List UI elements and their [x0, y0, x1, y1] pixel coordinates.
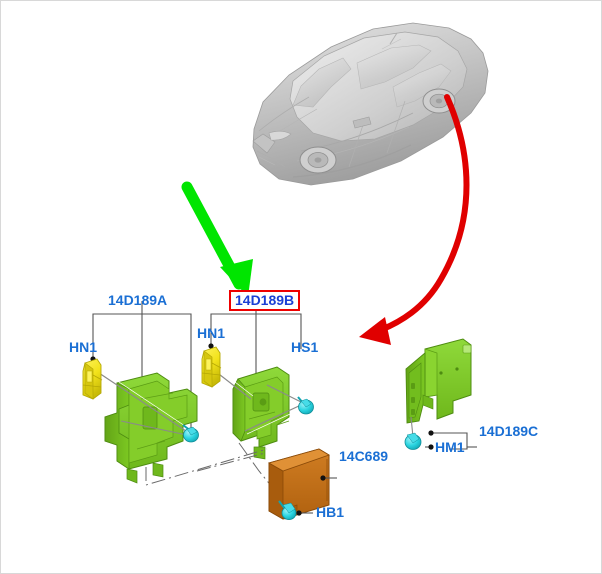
label-hb1: HB1 — [316, 504, 345, 520]
label-hn1-center: HN1 — [197, 325, 226, 341]
bracket-center-part — [214, 366, 304, 460]
label-14d189b-highlighted: 14D189B — [229, 290, 301, 311]
leader-dot-hb1 — [296, 510, 302, 516]
label-14d189a: 14D189A — [108, 292, 168, 308]
leader-dot-14d189c — [428, 430, 434, 436]
green-highlight-arrow — [181, 181, 253, 297]
label-hs1: HS1 — [291, 339, 319, 355]
screw-left-part — [182, 424, 199, 443]
screw-hs1-part — [297, 396, 314, 415]
label-hm1: HM1 — [435, 439, 465, 455]
red-location-arrow — [359, 94, 470, 345]
control-module-part — [267, 448, 330, 520]
label-14d189c: 14D189C — [479, 423, 539, 439]
screw-hm1-part — [404, 432, 422, 450]
label-hn1-left: HN1 — [69, 339, 98, 355]
leader-dot-14c689 — [320, 475, 326, 481]
bracket-left-part — [98, 369, 198, 484]
leader-lines-bracket-center — [210, 304, 302, 379]
bracket-right-part — [405, 338, 472, 438]
leader-dot-hn1-center — [208, 343, 214, 349]
label-14c689: 14C689 — [339, 448, 389, 464]
nut-clip-center-part — [201, 346, 222, 388]
sedan-vehicle-illustration — [252, 22, 489, 186]
leader-dot-hm1 — [428, 444, 434, 450]
bolt-hb1-part — [278, 500, 297, 520]
nut-clip-left-part — [82, 358, 103, 400]
